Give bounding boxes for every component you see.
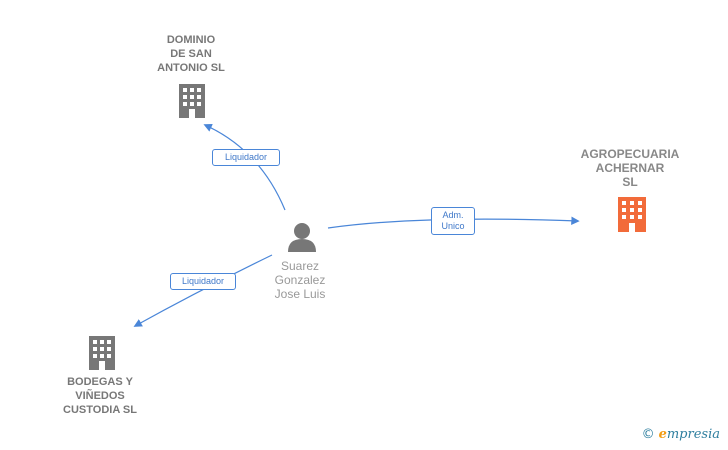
label-line: ANTONIO SL [157,62,225,74]
label-line: Unico [441,221,465,231]
edge-label-adm-unico: Adm. Unico [431,207,475,235]
label-line: DE SAN [170,48,212,60]
label-line: BODEGAS Y [67,376,133,388]
edge-to-dominio [203,123,286,211]
node-label-dominio: DOMINIO DE SAN ANTONIO SL [141,33,241,75]
label-line: DOMINIO [166,34,216,46]
label-line: Suarez [280,259,320,273]
node-label-person: Suarez Gonzalez Jose Luis [260,259,340,301]
label-line: SL [622,175,638,189]
building-icon [618,197,646,232]
label-line: CUSTODIA SL [63,404,137,416]
edge-label-liquidador-bodegas: Liquidador [170,273,236,290]
edge-to-bodegas [133,254,273,327]
copyright-symbol: © [641,427,655,442]
label-line: ACHERNAR [595,161,665,175]
brand-logo: ©empresia [642,427,720,442]
label-line: AGROPECUARIA [580,147,680,161]
label-line: Gonzalez [274,273,326,287]
label-line: VIÑEDOS [75,390,125,402]
brand-initial: e [658,427,667,442]
building-icon [89,336,115,370]
label-line: Adm. [442,210,464,220]
edge-label-liquidador-dominio: Liquidador [212,149,280,166]
brand-name: mpresia [666,427,720,442]
building-icon [179,84,205,118]
person-icon [288,223,316,252]
node-label-bodegas: BODEGAS Y VIÑEDOS CUSTODIA SL [50,375,150,417]
label-line: Jose Luis [274,287,326,301]
node-label-agropecuaria: AGROPECUARIA ACHERNAR SL [570,147,690,189]
